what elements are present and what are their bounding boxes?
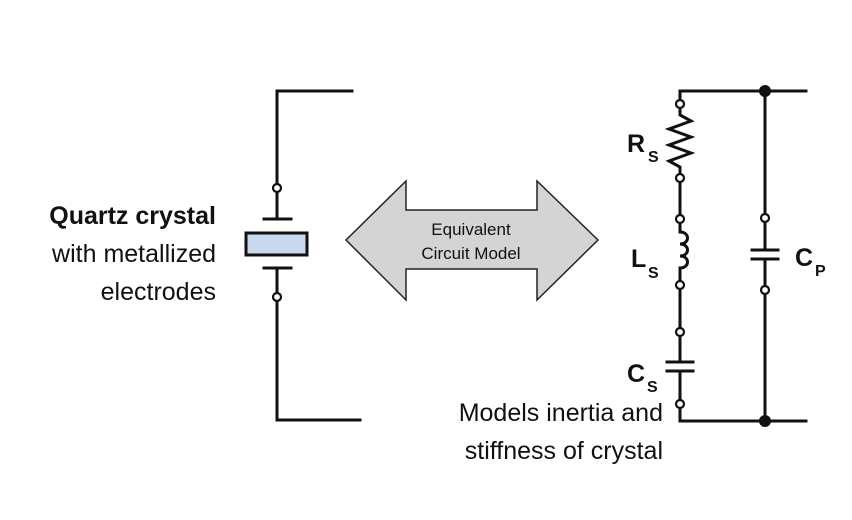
label-cs: C S [627,360,658,396]
caption-line-2: stiffness of crystal [465,437,663,465]
crystal-body [244,231,309,257]
label-ls-sub: S [648,265,659,282]
parallel-branch [750,85,780,427]
label-cp-main: C [795,244,813,272]
label-rs-sub: S [648,149,659,166]
crystal-top-terminal [271,182,283,194]
rs-bottom-terminal [674,172,686,184]
quartz-crystal-subtitle-2: electrodes [101,278,216,306]
crystal-bottom-terminal [271,291,283,303]
equivalent-circuit-arrow: Equivalent Circuit Model [344,179,600,302]
quartz-crystal-title: Quartz crystal [49,202,216,230]
quartz-crystal-symbol [244,89,362,422]
crystal-top-wire [275,89,354,186]
crystal-bottom-wire [275,300,362,422]
label-rs: R S [627,130,659,166]
cs-top-terminal [674,326,686,338]
arrow-label-line-2: Circuit Model [421,244,520,263]
arrow-label-line-1: Equivalent [431,220,511,239]
ls-bottom-terminal [674,279,686,291]
resistor-rs-icon [664,107,696,176]
inductor-ls-icon [678,221,689,283]
label-rs-main: R [627,130,645,158]
quartz-crystal-subtitle-1: with metallized [51,240,216,268]
caption-line-1: Models inertia and [459,399,663,427]
label-cs-main: C [627,360,645,388]
label-cs-sub: S [647,379,658,396]
label-ls: L S [631,245,659,282]
bottom-junction-dot [759,415,771,427]
cp-bottom-terminal [759,284,771,296]
rs-top-terminal [674,98,686,110]
series-branch [664,89,808,423]
top-junction-dot [759,85,771,97]
top-rail [678,89,808,102]
cp-top-terminal [759,212,771,224]
ls-top-terminal [674,213,686,225]
label-cp-sub: P [815,263,826,280]
label-cp: C P [795,244,826,280]
bottom-rail [678,407,808,423]
label-ls-main: L [631,245,646,273]
double-arrow-icon [344,179,600,302]
cs-bottom-terminal [674,398,686,410]
